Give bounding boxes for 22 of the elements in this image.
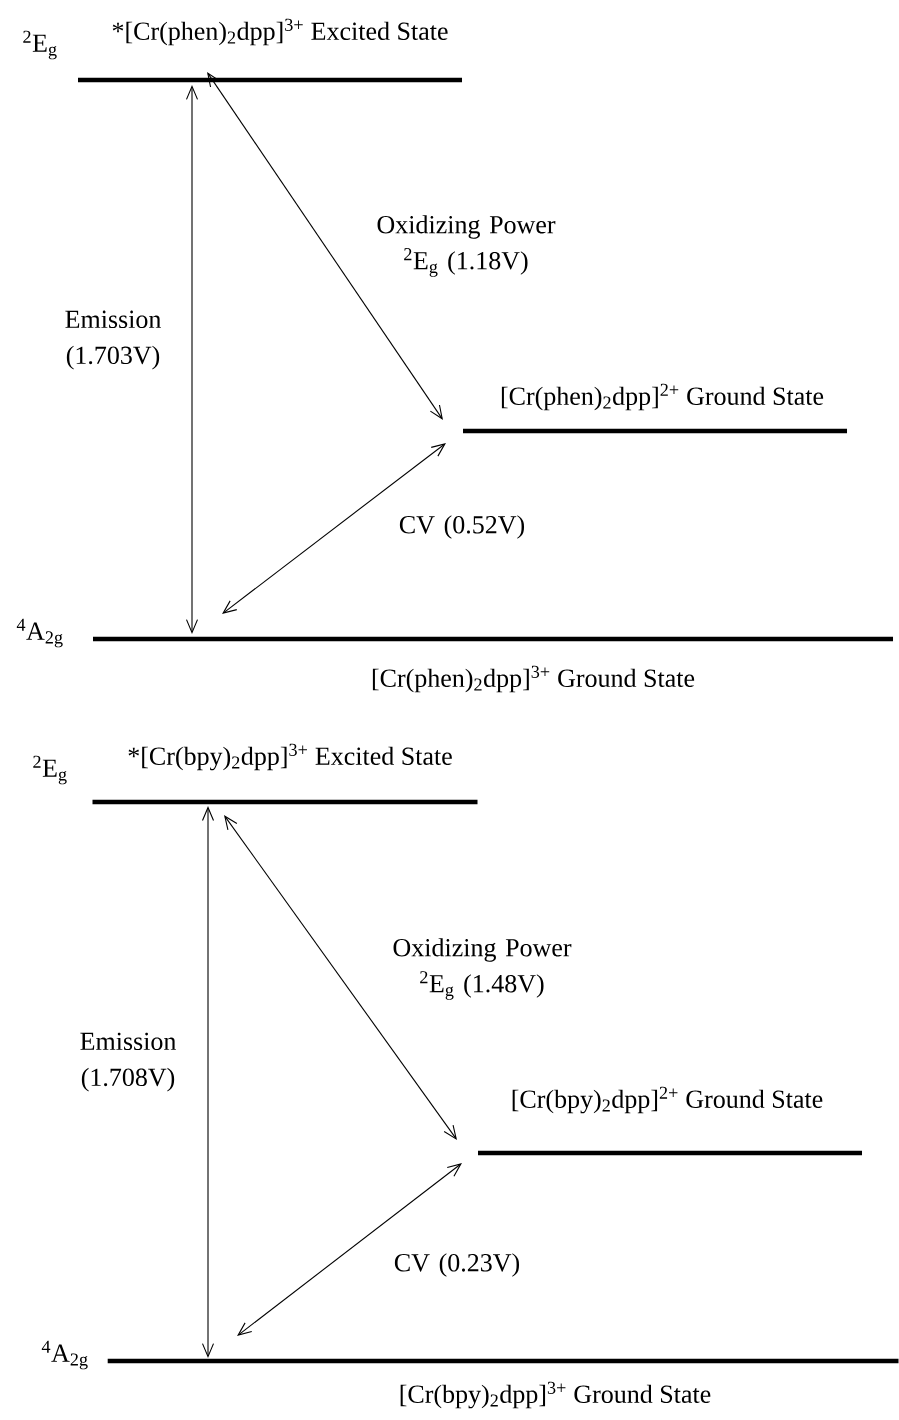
state-label: *[Cr(phen)$_{2}$dpp]$^{3+}$ Excited State (112, 18, 448, 46)
edge-label: Emission (1.708V) (80, 1032, 176, 1092)
double-arrow (185, 85, 199, 634)
edge-label: CV (0.52V) (399, 515, 525, 539)
state-label: [Cr(phen)$_{2}$dpp]$^{2+}$ Ground State (501, 383, 824, 411)
double-arrow (201, 806, 215, 1358)
term-symbol: $^{2}$E$_{g}$ (23, 30, 57, 60)
double-arrow (222, 443, 446, 614)
state-label: [Cr(bpy)$_{2}$dpp]$^{2+}$ Ground State (512, 1086, 823, 1114)
state-label: [Cr(phen)$_{2}$dpp]$^{3+}$ Ground State (372, 665, 695, 693)
state-label: [Cr(bpy)$_{2}$dpp]$^{3+}$ Ground State (400, 1381, 711, 1409)
edge-label: Oxidizing Power $^{2}$E$_{g}$ (1.18V) (377, 215, 556, 277)
state-label: *[Cr(bpy)$_{2}$dpp]$^{3+}$ Excited State (128, 743, 452, 771)
term-symbol: $^{4}$A$_{2g}$ (41, 1340, 88, 1370)
edge-label: Oxidizing Power $^{2}$E$_{g}$ (1.48V) (393, 938, 572, 1000)
edge-label: Emission (1.703V) (65, 310, 161, 370)
term-symbol: $^{4}$A$_{2g}$ (16, 618, 63, 648)
double-arrow (224, 815, 457, 1140)
term-symbol: $^{2}$E$_{g}$ (33, 755, 67, 785)
edge-label: CV (0.23V) (394, 1253, 520, 1277)
double-arrow (207, 72, 443, 420)
double-arrow (237, 1163, 462, 1337)
